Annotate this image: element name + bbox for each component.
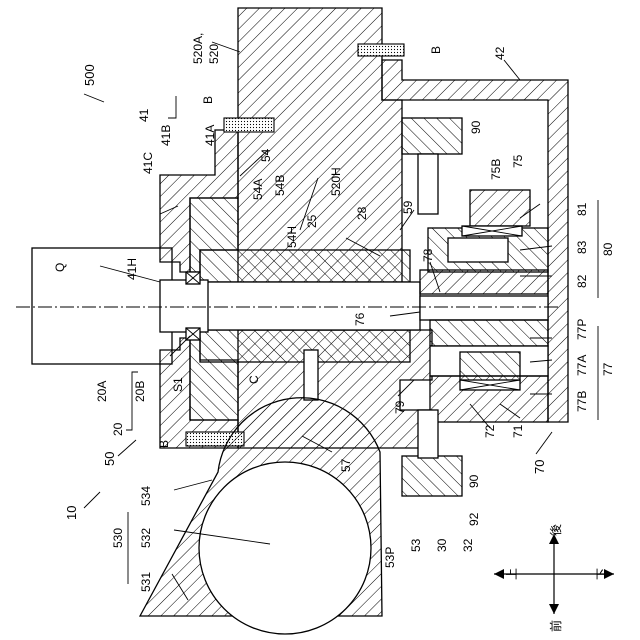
rod-90-upper-stem (418, 154, 438, 214)
label-76: 76 (353, 312, 367, 326)
bolt-b-left (224, 118, 274, 132)
label-20b: 20B (133, 381, 147, 402)
gear-77p (430, 320, 548, 346)
label-b-bottom: B (157, 440, 171, 448)
label-54: 54 (259, 148, 273, 162)
label-53: 53 (409, 538, 423, 552)
label-53p: 53P (383, 547, 397, 568)
label-57: 57 (339, 458, 353, 472)
label-54b: 54B (273, 175, 287, 196)
label-41h: 41H (125, 258, 139, 280)
label-20: 20 (111, 422, 125, 436)
label-77a: 77A (575, 355, 589, 376)
label-54a: 54A (251, 179, 265, 200)
label-dir-back: 後 (549, 524, 563, 536)
label-520h: 520H (329, 167, 343, 196)
label-531: 531 (139, 572, 153, 592)
label-32: 32 (461, 538, 475, 552)
label-81: 81 (575, 202, 589, 216)
label-25: 25 (305, 214, 319, 228)
bore-41h (160, 280, 208, 332)
bearing-upper (462, 226, 522, 236)
label-c: C (247, 375, 261, 384)
label-80: 80 (601, 242, 615, 256)
bearing-lower (460, 380, 520, 390)
gear-72 (460, 352, 520, 382)
label-q: Q (53, 263, 67, 272)
pin-c (304, 350, 318, 400)
label-90-lower: 90 (467, 474, 481, 488)
label-530: 530 (111, 528, 125, 548)
label-90-upper: 90 (469, 120, 483, 134)
gear-83 (448, 238, 508, 262)
label-82: 82 (575, 274, 589, 288)
label-520a: 520A, (191, 33, 205, 64)
rod-90-lower (402, 456, 462, 496)
label-dir-down: 下 (595, 568, 609, 580)
label-500: 500 (82, 64, 97, 86)
rod-90-upper (402, 118, 462, 154)
label-75: 75 (511, 154, 525, 168)
label-41a: 41A (203, 125, 217, 146)
label-50: 50 (102, 452, 117, 466)
label-72: 72 (483, 424, 497, 438)
label-s1: S1 (171, 377, 185, 392)
shaft-core (200, 282, 420, 330)
rod-90-lower-stem (418, 410, 438, 458)
gear-75 (470, 190, 530, 226)
label-77b: 77B (575, 391, 589, 412)
label-54h: 54H (285, 226, 299, 248)
label-75b: 75B (489, 159, 503, 180)
label-30: 30 (435, 538, 449, 552)
label-78: 78 (421, 248, 435, 262)
label-71: 71 (511, 424, 525, 438)
label-b-top: B (429, 46, 443, 54)
label-41c: 41C (141, 152, 155, 174)
label-20a: 20A (95, 381, 109, 402)
label-28: 28 (355, 206, 369, 220)
label-41: 41 (137, 108, 151, 122)
label-520: 520 (207, 44, 221, 64)
label-70: 70 (532, 460, 547, 474)
label-10: 10 (64, 506, 79, 520)
label-534: 534 (139, 486, 153, 506)
shaft-76 (420, 296, 548, 320)
label-41b: 41B (159, 125, 173, 146)
label-79: 79 (393, 400, 407, 414)
label-83: 83 (575, 240, 589, 254)
label-dir-front: 前 (548, 620, 563, 632)
pivot-532 (199, 462, 371, 634)
label-42: 42 (493, 46, 507, 60)
label-92: 92 (467, 512, 481, 526)
label-77: 77 (601, 362, 615, 376)
label-77p: 77P (575, 319, 589, 340)
bolt-b-top (358, 44, 404, 56)
label-b-left: B (201, 96, 215, 104)
label-532: 532 (139, 528, 153, 548)
label-dir-up: 上 (505, 568, 519, 580)
label-59: 59 (401, 200, 415, 214)
